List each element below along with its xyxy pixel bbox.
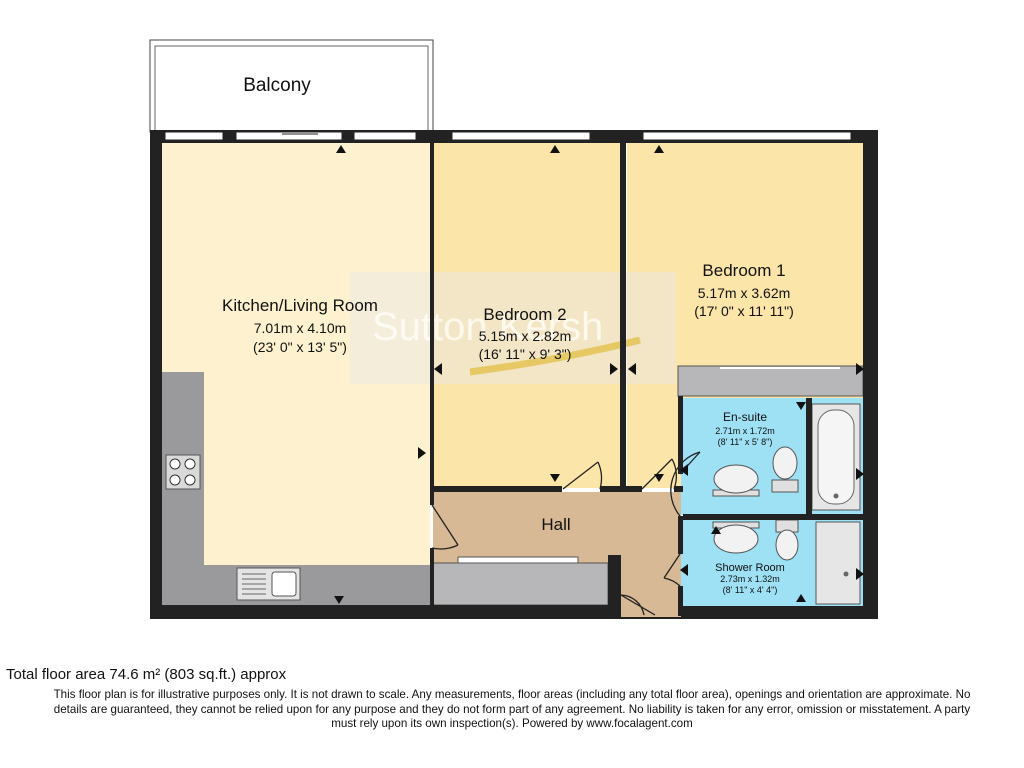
arrow-icon (796, 594, 806, 602)
arrow-icon (856, 363, 864, 375)
shower-basin-icon (712, 521, 760, 554)
bedroom-1-wardrobe (677, 365, 864, 397)
arrow-icon (856, 468, 864, 480)
arrow-icon (434, 363, 442, 375)
kitchen-living-imperial: (23' 0" x 13' 5") (253, 339, 347, 355)
bedroom-2-imperial: (16' 11" x 9' 3") (479, 346, 572, 362)
arrow-icon (610, 363, 618, 375)
disclaimer: This floor plan is for illustrative purp… (0, 688, 1024, 732)
windows (164, 131, 852, 141)
arrow-icon (711, 526, 721, 534)
shower-room-metric: 2.73m x 1.32m (720, 574, 780, 584)
hob-icon (165, 454, 201, 490)
hall-entrance-floor (621, 555, 681, 617)
ensuite-basin-icon (712, 464, 760, 497)
en-suite-imperial: (8' 11" x 5' 8") (718, 437, 773, 447)
arrow-icon (796, 402, 806, 410)
bedroom-2-floor (433, 143, 622, 488)
bath-icon (811, 403, 861, 511)
balcony-area (149, 39, 434, 133)
ensuite-toilet-icon (771, 446, 799, 493)
cupboard-door (457, 556, 579, 564)
disclaimer-line: details are guaranteed, they cannot be r… (53, 702, 971, 716)
arrow-icon (418, 447, 426, 459)
disclaimer-line: must rely upon its own inspection(s). Po… (331, 717, 693, 731)
total-floor-area: Total floor area 74.6 m² (803 sq.ft.) ap… (6, 666, 287, 683)
bedroom-2-metric: 5.15m x 2.82m (479, 328, 572, 344)
arrow-icon (680, 564, 688, 576)
watermark-text: Sutton Kersh (372, 305, 603, 349)
bedroom-2-label: Bedroom 2 (483, 305, 566, 324)
kitchen-sink-icon (236, 567, 301, 601)
en-suite-metric: 2.71m x 1.72m (715, 426, 775, 436)
arrow-icon (334, 596, 344, 604)
kitchen-living-metric: 7.01m x 4.10m (254, 320, 347, 336)
arrow-icon (550, 145, 560, 153)
arrow-icon (856, 568, 864, 580)
bedroom-1-label: Bedroom 1 (702, 261, 785, 280)
shower-room-imperial: (8' 11" x 4' 4") (723, 585, 778, 595)
bedroom-1-imperial: (17' 0" x 11' 11") (694, 303, 794, 319)
en-suite-label: En-suite (723, 410, 767, 424)
arrow-icon (680, 464, 688, 476)
arrow-icon (628, 363, 636, 375)
arrow-icon (550, 474, 560, 482)
arrow-icon (336, 145, 346, 153)
shower-tray-icon (815, 521, 861, 605)
arrow-icon (654, 474, 664, 482)
balcony-label: Balcony (243, 75, 311, 96)
floor-plan: Sutton Kersh (149, 39, 878, 619)
arrow-icon (654, 145, 664, 153)
shower-room-label: Shower Room (715, 562, 785, 574)
doors (431, 451, 701, 616)
bedroom-1-metric: 5.17m x 3.62m (698, 285, 791, 301)
kitchen-living-label: Kitchen/Living Room (222, 296, 378, 315)
disclaimer-line: This floor plan is for illustrative purp… (53, 688, 971, 701)
orientation-arrows (334, 145, 864, 604)
kitchen-living-floor (162, 143, 430, 605)
hall-cupboard (432, 562, 609, 606)
shower-toilet-icon (775, 519, 799, 561)
hall-label: Hall (541, 515, 570, 534)
kitchen-worktop (162, 372, 430, 605)
